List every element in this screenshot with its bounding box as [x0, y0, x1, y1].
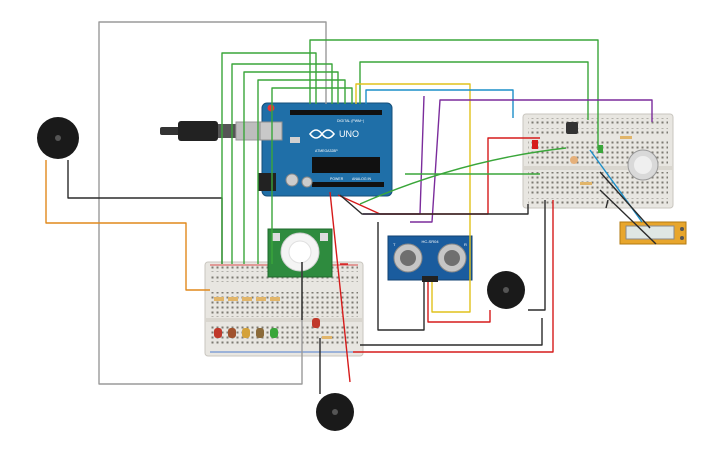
arduino-power-label: POWER	[330, 177, 344, 181]
arduino-brand-label: UNO	[339, 129, 359, 139]
ultrasonic-right-label: R	[464, 242, 467, 247]
servo-round	[627, 149, 659, 181]
arduino-digital-label: DIGITAL (PWM~)	[337, 119, 364, 123]
lcd-display	[619, 221, 687, 245]
buzzer-bottom	[316, 393, 354, 431]
pir-motion-sensor	[267, 228, 333, 278]
buzzer-middle	[487, 271, 525, 309]
arduino-chip-label: ATMEGA328P	[315, 149, 338, 153]
buzzer-top-left	[37, 117, 79, 159]
resistor-right-1	[620, 136, 632, 139]
led-row-left	[214, 297, 332, 339]
arduino-uno-board: UNO DIGITAL (PWM~) POWER ANALOG IN ATMEG…	[258, 102, 393, 197]
arduino-analog-label: ANALOG IN	[352, 177, 372, 181]
led-green-right	[598, 145, 603, 153]
transistor	[566, 122, 578, 134]
ultrasonic-sensor: HC-SR04 T R	[387, 235, 473, 282]
led-red-right	[532, 140, 538, 149]
ultrasonic-left-label: T	[393, 242, 396, 247]
photoresistor	[570, 156, 578, 164]
resistor-right-2	[580, 182, 592, 185]
wires	[45, 21, 657, 394]
ultrasonic-title: HC-SR04	[421, 239, 439, 244]
usb-cable	[160, 121, 261, 141]
